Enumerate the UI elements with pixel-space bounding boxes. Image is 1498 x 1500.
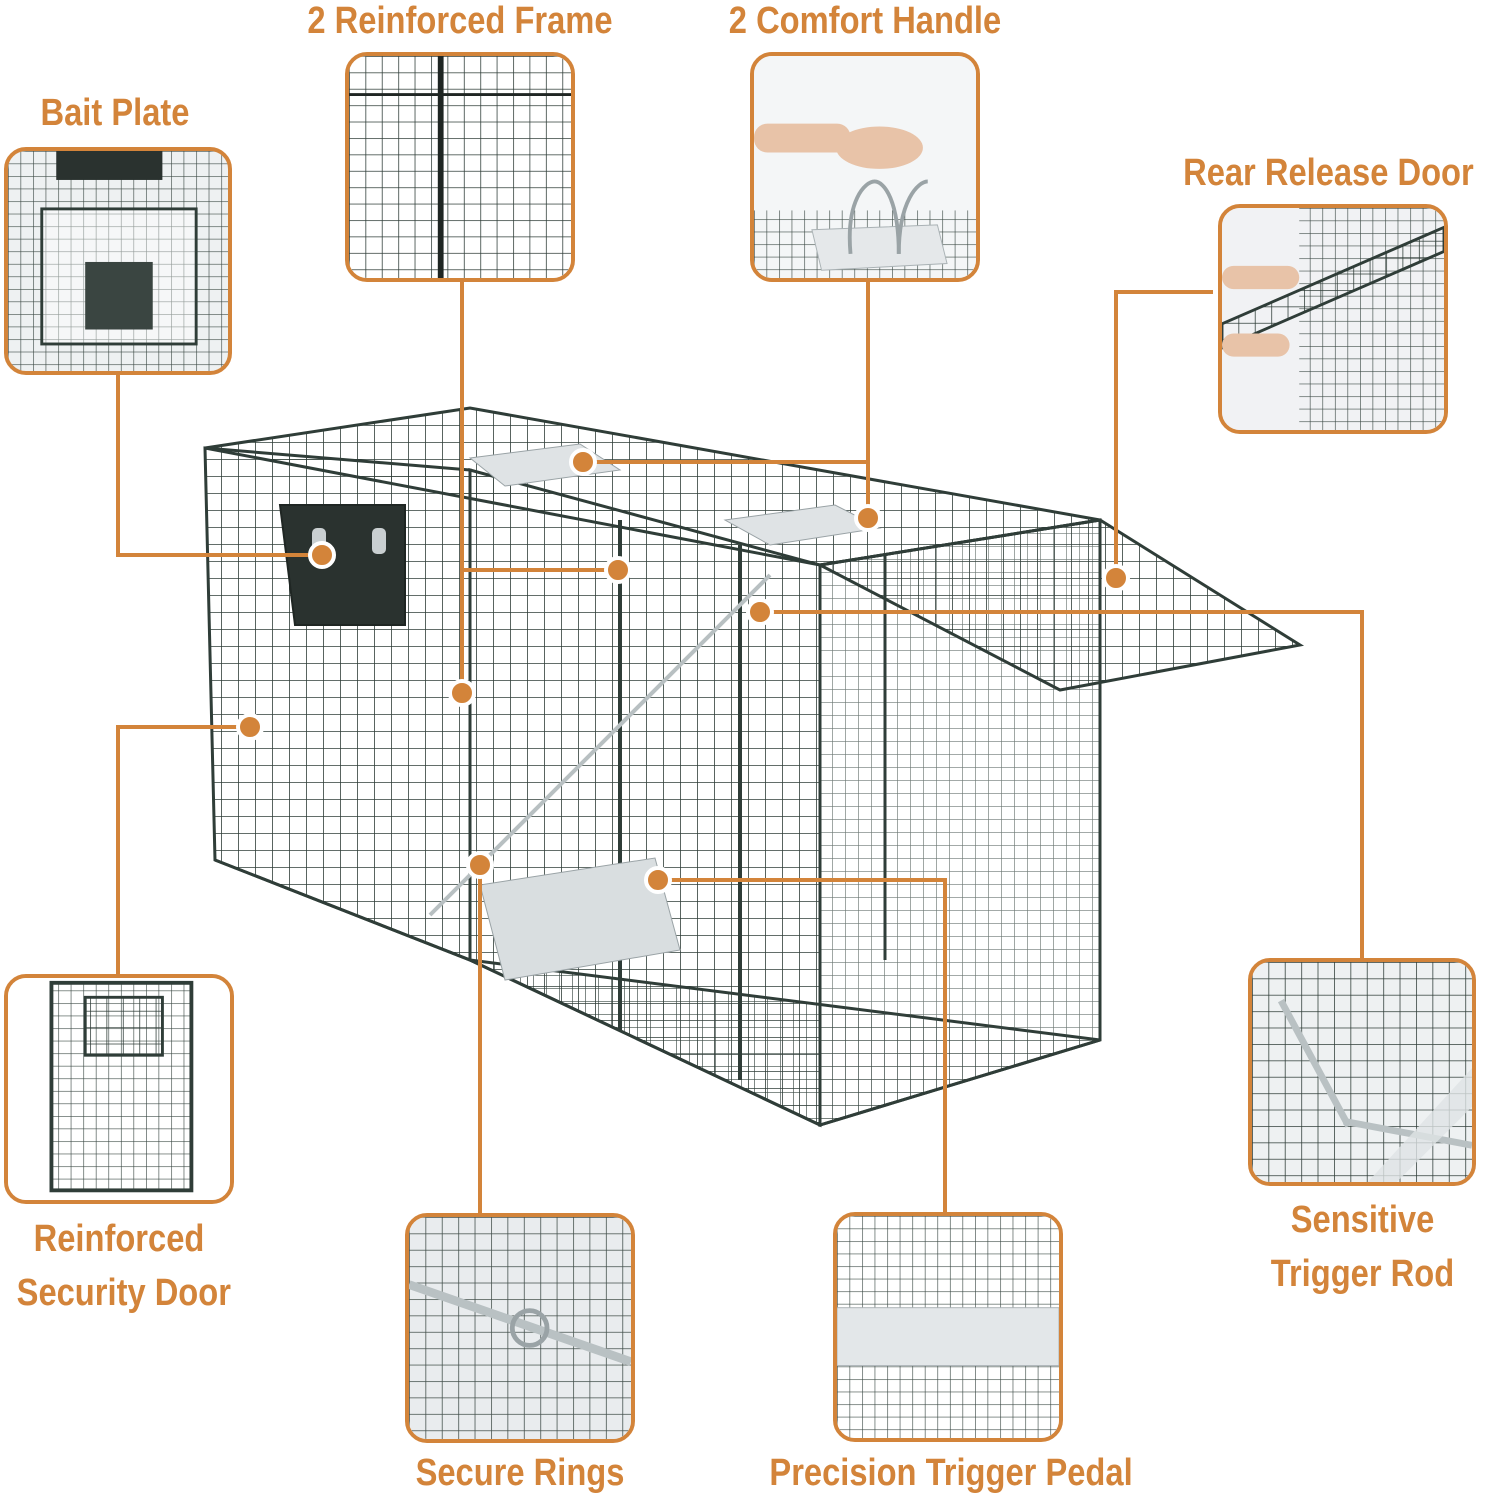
inset-secure-rings — [405, 1213, 635, 1443]
inset-reinforced-frame — [345, 52, 575, 282]
label-security-door-line2: Security Door — [16, 1272, 231, 1314]
trigger-pedal-shape — [479, 857, 681, 981]
inset-bait-plate — [4, 147, 232, 375]
label-security-door-line1: Reinforced — [33, 1218, 205, 1260]
label-security-door: Reinforced Security Door — [16, 1212, 231, 1320]
inset-comfort-handle — [750, 52, 980, 282]
label-trigger-rod: Sensitive Trigger Rod — [1257, 1193, 1468, 1301]
label-bait-plate: Bait Plate — [40, 92, 190, 134]
label-rear-release-door: Rear Release Door — [1183, 152, 1474, 194]
connector-lines — [116, 282, 1364, 1215]
inset-rod-image — [1252, 962, 1472, 1182]
inset-rear-release-door — [1218, 204, 1448, 434]
inset-security-door-image — [8, 978, 230, 1200]
handle-plate-2 — [723, 504, 882, 546]
rear-release-flap — [815, 518, 1305, 692]
inset-rings-image — [409, 1217, 631, 1439]
inset-security-door — [4, 974, 234, 1204]
inset-pedal-image — [837, 1216, 1059, 1438]
inset-handle-image — [754, 56, 976, 278]
inset-bait-plate-image — [8, 151, 228, 371]
label-trigger-rod-line1: Sensitive — [1290, 1199, 1435, 1241]
inset-rear-door-image — [1222, 208, 1444, 430]
label-comfort-handle: 2 Comfort Handle — [728, 0, 1002, 42]
inset-frame-image — [349, 56, 571, 278]
bait-plate-shape — [278, 504, 406, 626]
inset-trigger-pedal — [833, 1212, 1063, 1442]
label-trigger-pedal: Precision Trigger Pedal — [769, 1452, 1133, 1494]
label-secure-rings: Secure Rings — [415, 1452, 625, 1494]
connector-dots — [236, 448, 1130, 894]
label-reinforced-frame: 2 Reinforced Frame — [307, 0, 613, 42]
label-trigger-rod-line2: Trigger Rod — [1270, 1253, 1455, 1295]
inset-trigger-rod — [1248, 958, 1476, 1186]
